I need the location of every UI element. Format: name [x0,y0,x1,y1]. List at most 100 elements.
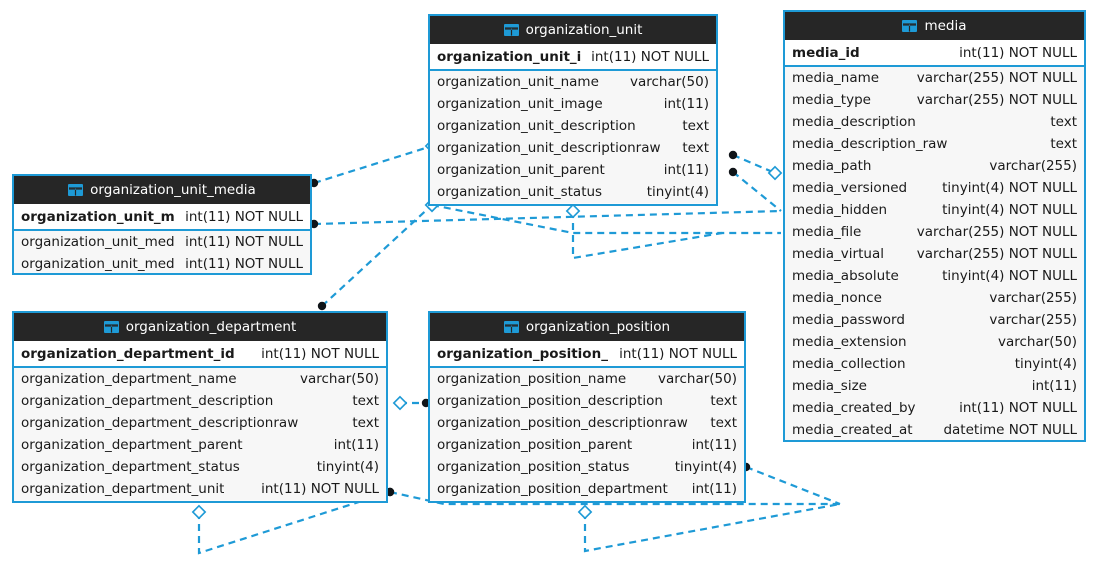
table-header-organization_unit[interactable]: organization_unit [430,16,716,44]
table-title: organization_position [525,319,671,335]
column-row[interactable]: media_collection tinyint(4) [785,353,1084,375]
table-header-media[interactable]: media [785,12,1084,40]
column-type: tinyint(4) NOT NULL [942,180,1077,196]
column-row[interactable]: organization_unit_image int(11) [430,93,716,115]
relationship-endpoint-diamond [191,504,207,520]
table-organization_position[interactable]: organization_position organization_positi… [428,311,746,503]
column-name: media_password [792,312,905,328]
column-row[interactable]: organization_unit_media_dstint(11) NOT N… [14,253,310,273]
column-name: organization_unit_media_src [21,234,175,250]
column-name: media_description [792,114,916,130]
table-icon [503,321,519,333]
table-header-organization_unit_media[interactable]: organization_unit_media [14,176,310,204]
column-name: media_file [792,224,862,240]
column-type: int(11) [333,437,379,453]
column-row[interactable]: organization_unit_media_src int(11) NOT N… [14,231,310,253]
column-name: organization_unit_status [437,184,603,200]
column-name: organization_department_id [21,345,235,362]
column-type: int(11) NOT NULL [185,234,303,250]
column-name: organization_unit_id [437,48,582,65]
column-type: varchar(255) NOT NULL [916,70,1077,86]
table-title: organization_department [125,319,297,335]
column-name: organization_position_id [437,345,610,362]
relationship-line [732,153,776,175]
relationship-endpoint-diamond [577,504,593,520]
column-name: organization_unit_media_id [21,208,175,225]
table-header-organization_department[interactable]: organization_department [14,313,386,341]
column-type: tinyint(4) [1014,356,1077,372]
column-name: media_collection [792,356,906,372]
relationship-position-to-department [392,395,431,411]
column-name: media_hidden [792,202,888,218]
column-type: int(11) [663,96,709,112]
relationship-endpoint-diamond [767,165,783,181]
table-icon [503,24,519,36]
column-name: organization_position_status [437,459,630,475]
relationship-position-department-loop [741,462,841,506]
column-type: text [352,415,379,431]
column-type: text [1050,136,1077,152]
table-icon [103,321,119,333]
column-row[interactable]: organization_unit_status tinyint(4) [430,181,716,203]
column-name: organization_unit_image [437,96,603,112]
column-type: text [710,415,737,431]
table-icon [68,184,84,196]
column-type: tinyint(4) NOT NULL [942,268,1077,284]
column-type: tinyint(4) [646,184,709,200]
column-type: varchar(255) NOT NULL [916,246,1077,262]
relationship-unit-parent-to-media [728,167,782,212]
relationship-line [313,209,782,226]
column-name: media_size [792,378,867,394]
column-type: text [352,393,379,409]
relationship-endpoint-dot [728,150,738,160]
relationship-endpoint-dot [317,301,327,311]
relationship-line [313,144,433,185]
relationship-line [745,465,841,506]
table-header-organization_position[interactable]: organization_position [430,313,744,341]
column-type: int(11) [691,437,737,453]
column-type: varchar(50) [629,74,709,90]
column-type: datetime NOT NULL [943,422,1077,438]
table-organization_department[interactable]: organization_department organization_depa… [12,311,388,503]
